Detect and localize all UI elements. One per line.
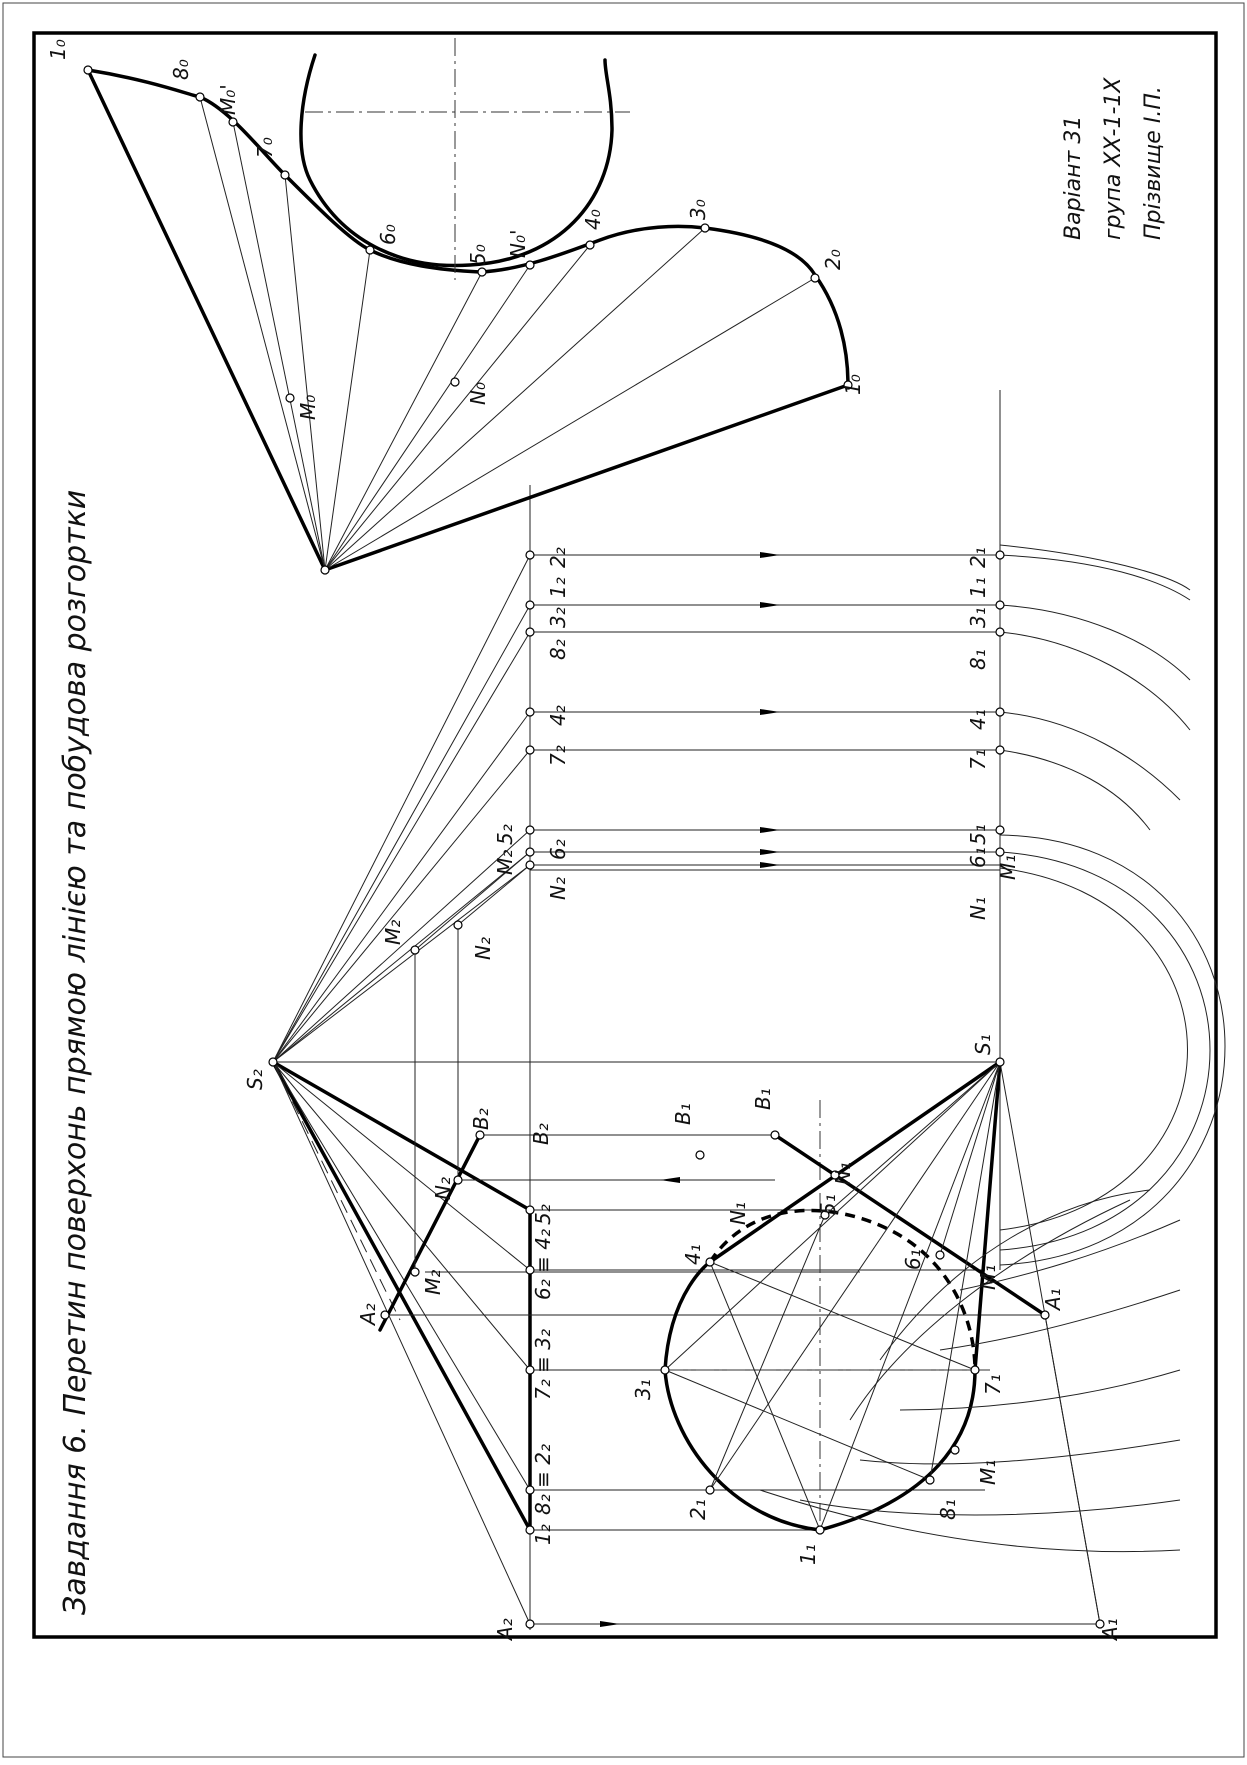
top-view bbox=[663, 390, 1226, 1625]
label-d20: 2₀ bbox=[821, 249, 845, 270]
sheet-title: Завдання 6. Перетин поверхонь прямою лін… bbox=[58, 490, 93, 1615]
label-f72: 7₂ ≡ 3₂ bbox=[531, 1329, 555, 1400]
label-d70: 7₀ bbox=[253, 137, 277, 158]
label-b1: B₁ bbox=[751, 1088, 775, 1110]
title-stamp: Варіант 31 група ХХ-1-1Х Прізвище І.П. bbox=[1061, 77, 1166, 240]
label-r21: 2₁ bbox=[966, 547, 990, 568]
label-r32: 3₂ bbox=[546, 607, 570, 628]
label-s2: S₂ bbox=[243, 1069, 267, 1090]
label-rm2b: M₂ bbox=[381, 920, 405, 945]
point-labels: S₂ S₁ A₂ A₂ A₁ A₁ B₂ B₂ B₁ B₁ N₂ M₂ N₁ N… bbox=[46, 39, 1122, 1642]
label-n2: N₂ bbox=[431, 1177, 455, 1200]
label-dm0p: M₀' bbox=[216, 84, 240, 115]
label-h31: 3₁ bbox=[631, 1379, 655, 1400]
horizontal-projections bbox=[273, 552, 1000, 1627]
label-r31: 3₁ bbox=[966, 607, 990, 628]
label-nbar1: N₁ bbox=[726, 1202, 750, 1225]
label-r82: 8₂ bbox=[546, 639, 570, 660]
stamp-surname: Прізвище І.П. bbox=[1141, 86, 1166, 240]
label-abar2: A₂ bbox=[493, 1618, 517, 1642]
label-m1: M₁ bbox=[976, 1265, 1000, 1290]
label-r61: 6₁ bbox=[966, 847, 990, 868]
label-r42: 4₂ bbox=[546, 705, 570, 726]
stamp-variant: Варіант 31 bbox=[1061, 116, 1086, 240]
label-rm1: M₁ bbox=[996, 855, 1020, 880]
label-a1: A₁ bbox=[1041, 1288, 1065, 1312]
label-a2: A₂ bbox=[356, 1303, 380, 1327]
label-bbar1: B₁ bbox=[671, 1103, 695, 1125]
label-d50: 5₀ bbox=[466, 244, 490, 265]
label-d30: 3₀ bbox=[686, 199, 710, 220]
label-d60: 6₀ bbox=[376, 224, 400, 245]
label-m2: M₂ bbox=[421, 1270, 445, 1295]
label-h61: 6₁ bbox=[901, 1249, 925, 1270]
label-dm0: M₀ bbox=[296, 395, 320, 420]
label-h71: 7₁ bbox=[981, 1374, 1005, 1395]
label-r62: 6₂ bbox=[546, 839, 570, 860]
label-dn0p: N₀' bbox=[506, 230, 530, 258]
front-view bbox=[271, 485, 1100, 1630]
label-rn2: N₂ bbox=[546, 877, 570, 900]
label-r12: 1₂ bbox=[546, 577, 570, 598]
label-d40: 4₀ bbox=[581, 209, 605, 230]
label-d80: 8₀ bbox=[169, 59, 193, 80]
label-f82: 8₂ ≡ 2₂ bbox=[531, 1444, 555, 1515]
label-abar1: A₁ bbox=[1098, 1618, 1122, 1642]
label-h21: 2₁ bbox=[686, 1499, 710, 1520]
label-r51: 5₁ bbox=[966, 824, 990, 845]
label-r72: 7₂ bbox=[546, 745, 570, 766]
label-r11: 1₁ bbox=[966, 577, 990, 598]
label-dn0: N₀ bbox=[466, 382, 490, 405]
label-h51: 5₁ bbox=[816, 1194, 840, 1215]
label-bbar2: B₂ bbox=[529, 1123, 553, 1145]
label-n1: N₁ bbox=[831, 1162, 855, 1185]
label-r71: 7₁ bbox=[966, 749, 990, 770]
development-view bbox=[86, 38, 850, 572]
label-s1: S₁ bbox=[971, 1034, 995, 1055]
label-r52: 5₂ bbox=[493, 824, 517, 845]
label-m1b: M₁ bbox=[976, 1460, 1000, 1485]
label-rm2: M₂ bbox=[493, 850, 517, 875]
points bbox=[83, 65, 1105, 1629]
label-d10b: 1₀ bbox=[841, 374, 865, 395]
label-r22: 2₂ bbox=[546, 547, 570, 568]
label-f62: 6₂ ≡ 4₂ bbox=[531, 1229, 555, 1300]
label-h81: 8₁ bbox=[936, 1499, 960, 1520]
drawing-frame bbox=[32, 31, 1218, 1639]
label-r81: 8₁ bbox=[966, 649, 990, 670]
label-d10: 1₀ bbox=[46, 39, 70, 60]
stamp-group: група ХХ-1-1Х bbox=[1101, 77, 1126, 240]
label-rn2b: N₂ bbox=[471, 937, 495, 960]
label-f52: 5₂ bbox=[531, 1204, 555, 1225]
label-f12: 1₂ bbox=[531, 1524, 555, 1545]
label-h41: 4₁ bbox=[681, 1244, 705, 1265]
label-h11: 1₁ bbox=[796, 1544, 820, 1565]
label-rn1: N₁ bbox=[966, 897, 990, 920]
label-b2: B₂ bbox=[469, 1108, 493, 1130]
label-r41: 4₁ bbox=[966, 709, 990, 730]
